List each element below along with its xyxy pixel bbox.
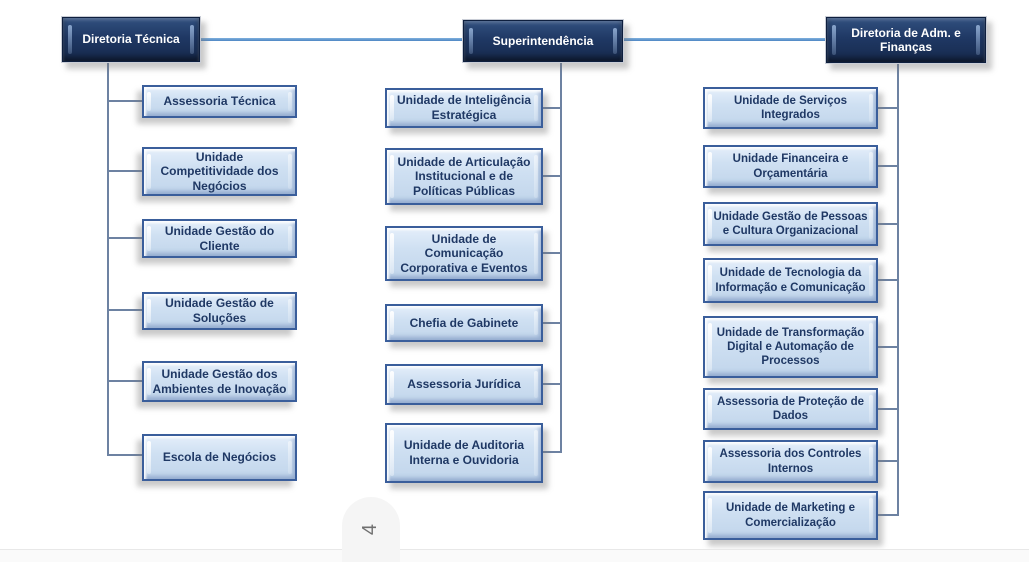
org-header-diretoria-tecnica: Diretoria Técnica <box>61 16 201 63</box>
org-node: Chefia de Gabinete <box>385 304 543 342</box>
canvas-bottom-edge <box>0 549 1029 562</box>
connector-branch <box>541 322 562 324</box>
connector-branch <box>876 460 899 462</box>
connector-trunk-right <box>897 63 899 515</box>
connector-branch <box>541 107 562 109</box>
connector-branch <box>107 237 144 239</box>
org-node: Unidade de Articulação Institucional e d… <box>385 148 543 205</box>
org-header-diretoria-adm-financas: Diretoria de Adm. e Finanças <box>825 16 987 64</box>
org-node: Unidade Competitividade dos Negócios <box>142 147 297 196</box>
connector-branch <box>876 223 899 225</box>
connector-branch <box>876 165 899 167</box>
connector-branch <box>541 451 562 453</box>
org-node: Assessoria dos Controles Internos <box>703 440 878 483</box>
connector-branch <box>541 252 562 254</box>
org-header-superintendencia: Superintendência <box>462 19 624 63</box>
org-node: Unidade Financeira e Orçamentária <box>703 145 878 188</box>
connector-branch <box>107 100 144 102</box>
page-number-label: 4 <box>359 523 382 536</box>
org-node: Unidade de Marketing e Comercialização <box>703 491 878 540</box>
connector-branch <box>541 383 562 385</box>
org-node: Unidade de Comunicação Corporativa e Eve… <box>385 226 543 281</box>
connector-branch <box>541 175 562 177</box>
org-node: Unidade Gestão do Cliente <box>142 219 297 258</box>
org-node: Assessoria Jurídica <box>385 364 543 405</box>
org-node: Assessoria de Proteção de Dados <box>703 388 878 430</box>
org-node: Escola de Negócios <box>142 434 297 481</box>
org-node: Unidade de Serviços Integrados <box>703 87 878 129</box>
connector-trunk-left <box>107 62 109 456</box>
org-node: Assessoria Técnica <box>142 85 297 118</box>
connector-branch <box>107 170 144 172</box>
connector-branch <box>876 279 899 281</box>
connector-branch <box>107 309 144 311</box>
org-node: Unidade de Auditoria Interna e Ouvidoria <box>385 423 543 483</box>
connector-branch <box>876 346 899 348</box>
connector-trunk-center <box>560 62 562 453</box>
org-node: Unidade Gestão de Pessoas e Cultura Orga… <box>703 202 878 246</box>
org-node: Unidade de Tecnologia da Informação e Co… <box>703 258 878 303</box>
org-node: Unidade de Inteligência Estratégica <box>385 88 543 128</box>
org-node: Unidade de Transformação Digital e Autom… <box>703 316 878 378</box>
connector-branch <box>876 408 899 410</box>
connector-branch <box>107 454 144 456</box>
org-node: Unidade Gestão dos Ambientes de Inovação <box>142 361 297 402</box>
page-number-pill[interactable]: 4 <box>342 497 400 562</box>
connector-branch <box>876 107 899 109</box>
org-node: Unidade Gestão de Soluções <box>142 292 297 330</box>
connector-branch <box>876 514 899 516</box>
connector-branch <box>107 380 144 382</box>
